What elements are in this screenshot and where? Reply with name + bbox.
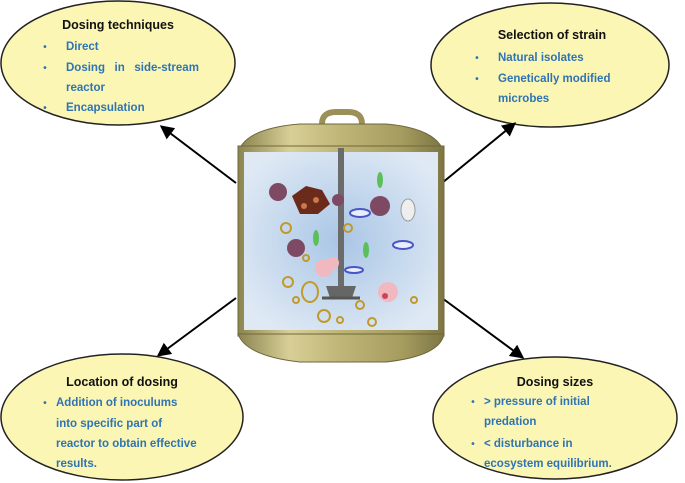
item-addition-inoculums: Addition of inoculums <box>56 397 177 409</box>
item-natural-isolates: Natural isolates <box>498 52 584 64</box>
oval-selection-of-strain: Selection of strain • Natural isolates •… <box>430 2 670 128</box>
item-reactor: reactor <box>66 82 106 94</box>
bullet-icon: • <box>470 397 476 408</box>
bullet-icon: • <box>474 74 480 85</box>
cell-cluster-icon <box>315 257 398 302</box>
bullet-icon: • <box>42 63 48 74</box>
item-reactor-effective: reactor to obtain effective <box>56 438 197 450</box>
bullet-icon: • <box>42 398 48 409</box>
item-disturbance: < disturbance in <box>484 438 573 450</box>
arrow-to-selection-of-strain <box>441 122 517 184</box>
item-microbes: microbes <box>498 93 549 105</box>
bullet-icon: • <box>474 53 480 64</box>
item-side-stream: Dosing in side-stream <box>66 62 199 74</box>
bioreactor-vessel-icon <box>237 109 445 363</box>
oval-dosing-techniques: Dosing techniques • Direct • Dosing in s… <box>0 0 236 126</box>
dosing-sizes-title: Dosing sizes <box>517 375 593 389</box>
granule-icon <box>280 222 418 327</box>
bullet-icon: • <box>470 439 476 450</box>
selection-of-strain-title: Selection of strain <box>498 28 606 42</box>
oval-location-of-dosing: Location of dosing • Addition of inoculu… <box>0 353 244 481</box>
bacteria-icon <box>313 172 416 274</box>
protozoa-cluster-icon <box>292 186 330 214</box>
arrow-to-location-of-dosing <box>156 297 237 357</box>
item-ecosystem: ecosystem equilibrium. <box>484 458 612 470</box>
item-specific-part: into specific part of <box>56 418 162 430</box>
bullet-icon: • <box>42 103 48 114</box>
bullet-icon: • <box>42 42 48 53</box>
location-of-dosing-title: Location of dosing <box>66 375 178 389</box>
item-predation: predation <box>484 416 536 428</box>
virus-icon <box>269 183 390 257</box>
item-encapsulation: Encapsulation <box>66 102 145 114</box>
item-pressure-predation: > pressure of initial <box>484 396 590 408</box>
dosing-techniques-title: Dosing techniques <box>62 18 174 32</box>
item-direct: Direct <box>66 41 99 53</box>
item-genetically-modified: Genetically modified <box>498 73 610 85</box>
item-results: results. <box>56 458 97 470</box>
oval-dosing-sizes: Dosing sizes • > pressure of initial pre… <box>432 356 678 480</box>
arrow-to-dosing-techniques <box>159 125 237 184</box>
arrow-to-dosing-sizes <box>441 297 525 359</box>
